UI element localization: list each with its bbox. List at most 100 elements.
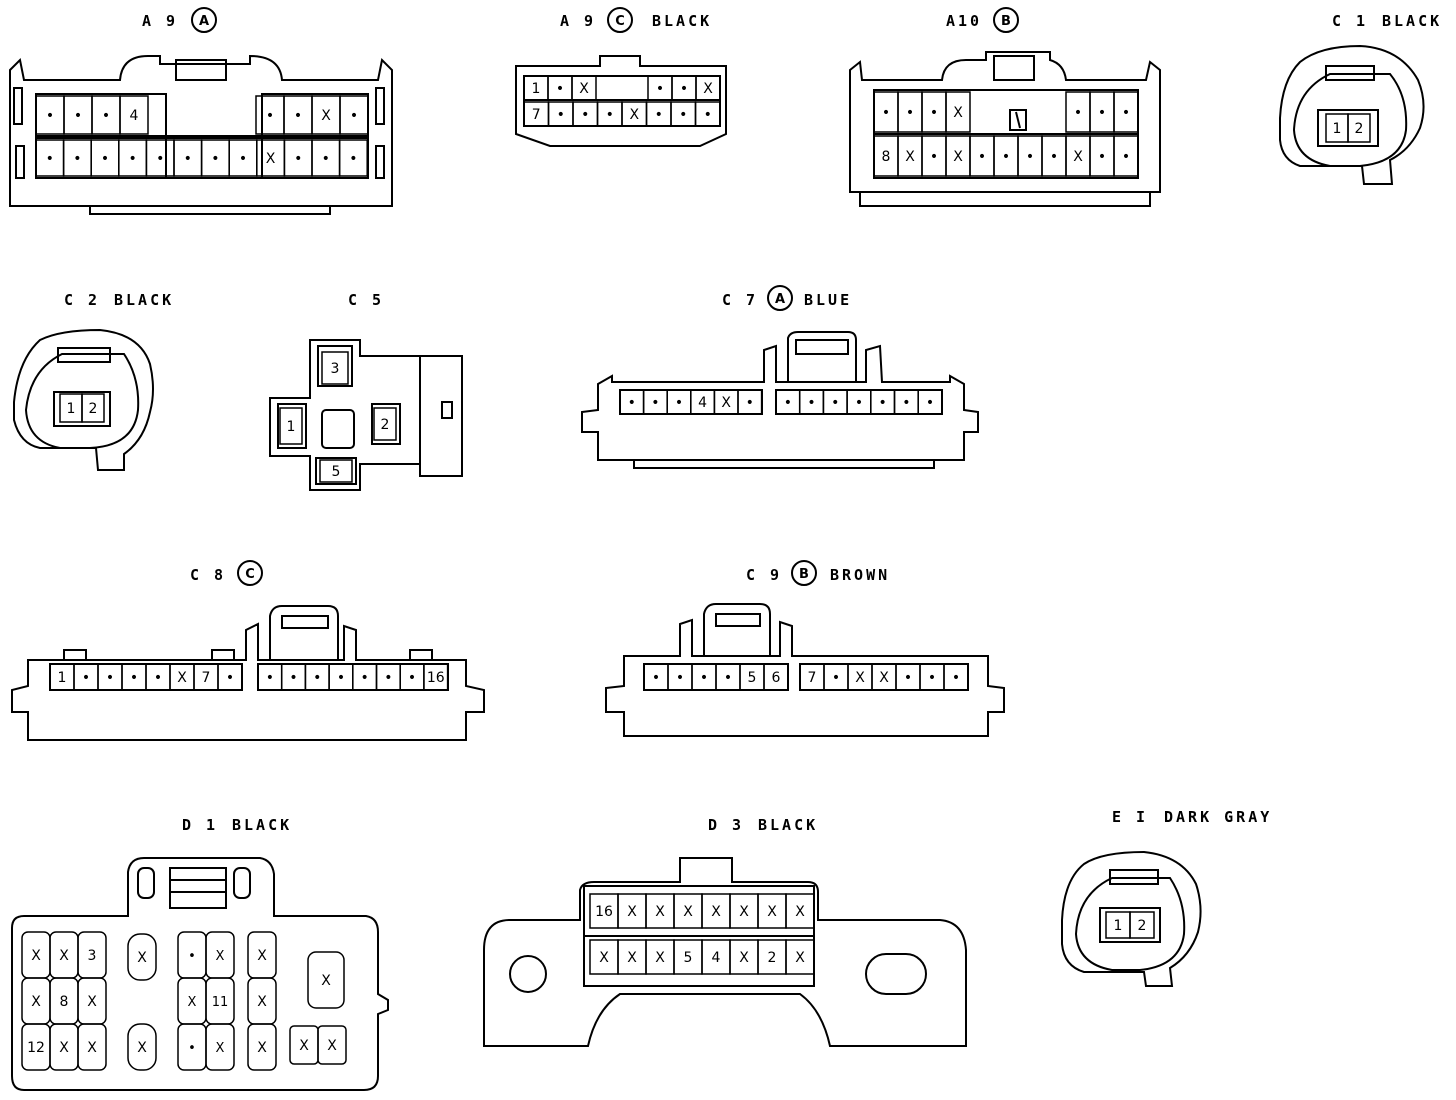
connector-body: [11, 857, 389, 1091]
pin-label: •: [1098, 149, 1106, 165]
pin-label: •: [294, 151, 302, 167]
pin-label: X: [683, 904, 693, 920]
connector-color: BROWN: [830, 566, 890, 584]
pin-label: •: [130, 670, 138, 686]
pin-label: 8: [60, 994, 69, 1010]
pin-label: •: [313, 670, 321, 686]
connector-body: [1061, 850, 1202, 987]
pin-label: X: [855, 670, 865, 686]
pin-cell: [247, 1023, 277, 1071]
pin-label: •: [349, 151, 357, 167]
pin-label: X: [655, 904, 665, 920]
pin-label: •: [289, 670, 297, 686]
pin-label: •: [679, 107, 687, 123]
pin-label: X: [711, 904, 721, 920]
pin-label: •: [46, 151, 54, 167]
connector-body: [9, 54, 393, 207]
pin-label: •: [556, 81, 564, 97]
pin-cell: [81, 393, 105, 423]
pin-cell: [338, 139, 368, 177]
pin-label: •: [724, 670, 732, 686]
pin-label: •: [807, 395, 815, 411]
pin-label: 5: [748, 670, 757, 686]
connector-circle-letter: C: [245, 567, 255, 582]
pin-cell: [205, 1023, 235, 1071]
connector-code: A10: [946, 12, 982, 30]
pin-label: X: [216, 1041, 225, 1056]
pin-label: •: [784, 395, 792, 411]
pin-label: •: [154, 670, 162, 686]
pin-label: 1: [532, 81, 541, 97]
pin-cell: [763, 663, 789, 691]
pin-label: •: [700, 670, 708, 686]
connector-body: [13, 328, 154, 471]
connector-body: [269, 339, 463, 491]
pin-cell: [279, 407, 303, 445]
pin-label: X: [627, 950, 637, 966]
pin-label: •: [106, 670, 114, 686]
pin-label: •: [902, 395, 910, 411]
pin-label: •: [1026, 149, 1034, 165]
pin-label: X: [627, 904, 637, 920]
connector-code: D 1: [182, 816, 218, 834]
pin-label: 1: [1114, 918, 1123, 934]
pin-label: •: [628, 395, 636, 411]
pin-label: 4: [712, 950, 721, 966]
pin-label: •: [184, 151, 192, 167]
pin-cell: [945, 91, 971, 133]
pin-label: •: [926, 395, 934, 411]
connector-circle-letter: B: [1001, 14, 1011, 29]
pin-label: 5: [332, 464, 341, 480]
pin-label: 7: [532, 107, 541, 123]
pin-label: •: [1050, 149, 1058, 165]
pin-label: •: [74, 108, 82, 124]
pin-label: X: [795, 950, 805, 966]
pin-label: X: [703, 81, 713, 97]
pin-label: X: [905, 149, 915, 165]
pin-label: •: [904, 670, 912, 686]
pin-cell: [119, 95, 149, 135]
pin-cell: [943, 663, 969, 691]
pin-label: •: [882, 105, 890, 121]
pin-cell: [571, 75, 597, 101]
pin-label: •: [656, 81, 664, 97]
connector-circle-letter: B: [799, 567, 809, 582]
pin-label: •: [73, 151, 81, 167]
pin-label: X: [87, 994, 97, 1010]
pin-label: •: [102, 108, 110, 124]
pin-cell: [737, 389, 763, 415]
pin-cell: [77, 1023, 107, 1071]
pin-label: •: [930, 105, 938, 121]
pin-label: X: [216, 949, 225, 964]
pin-label: X: [739, 950, 749, 966]
connector-code: C 8: [190, 566, 226, 584]
pin-label: 6: [772, 670, 781, 686]
pin-label: •: [855, 395, 863, 411]
pin-cell: [1113, 135, 1139, 177]
pin-cell: [317, 1025, 347, 1065]
pin-label: X: [257, 1040, 267, 1056]
pin-label: •: [906, 105, 914, 121]
pin-label: 4: [130, 108, 139, 124]
pin-label: X: [87, 1040, 97, 1056]
connector-code: C 9: [746, 566, 782, 584]
pin-label: 2: [1355, 121, 1364, 137]
pin-label: X: [188, 995, 197, 1010]
pin-label: •: [1002, 149, 1010, 165]
pin-label: •: [1122, 105, 1130, 121]
pin-label: •: [978, 149, 986, 165]
pin-label: •: [294, 108, 302, 124]
connector-body: [849, 51, 1161, 193]
pin-label: •: [156, 151, 164, 167]
pin-label: •: [557, 107, 565, 123]
pin-cell: [319, 459, 353, 483]
pin-label: X: [137, 950, 147, 966]
connector-color: BLACK: [652, 12, 712, 30]
pin-label: •: [226, 670, 234, 686]
pin-label: •: [652, 670, 660, 686]
